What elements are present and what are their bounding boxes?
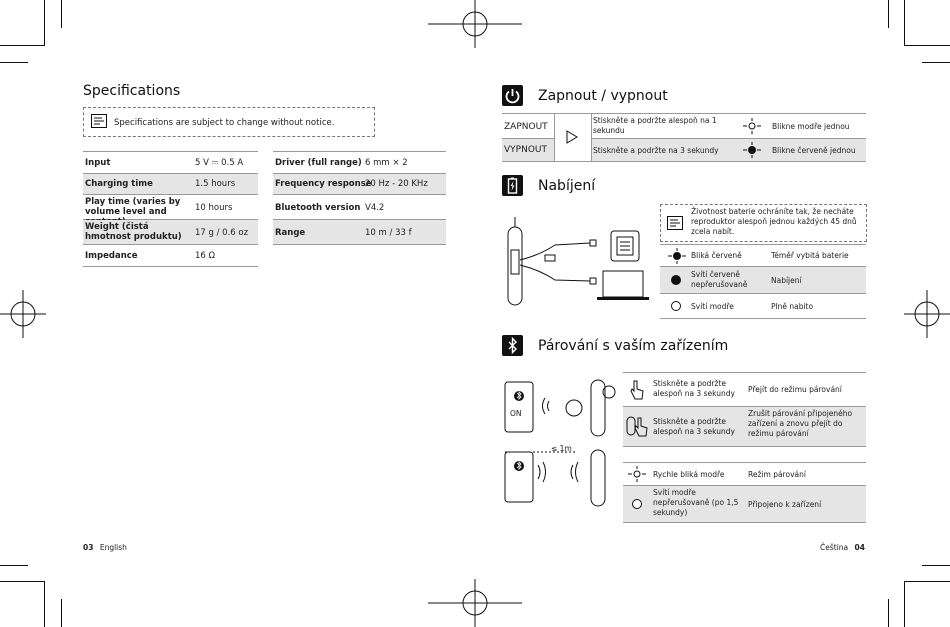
page-number: 03 [83,543,94,552]
charging-row: Svítí červeně nepřerušovaně Nabíjení [660,267,866,294]
pairing-row: Stiskněte a podržte alespoň na 3 sekundy… [623,373,866,407]
footer-lang: Čeština [820,543,849,552]
charging-title: Nabíjení [538,178,596,194]
led-off-icon [632,499,642,509]
phone-on-label: ON [510,409,522,418]
pairing-row: Svítí modře nepřerušovaně (po 1,5 sekund… [623,486,866,523]
distance-label: ≤ 1m [551,444,572,453]
led-solid-icon [671,275,681,285]
footer-left: 03 English [83,543,127,552]
spec-row: Frequency response 20 Hz - 20 KHz [273,174,446,195]
spec-notice-text: Specifications are subject to change wit… [114,118,335,128]
specifications-title: Specifications [83,83,181,99]
sun-led-filled-icon [743,142,761,158]
bluetooth-icon [508,336,517,355]
spec-notice-box: Specifications are subject to change wit… [83,107,375,137]
charging-illustration [507,217,649,306]
spec-row: Range 10 m / 33 f [273,220,446,245]
charging-section-icon [502,175,523,196]
sun-led-filled-icon [668,248,686,264]
footer-right: Čeština 04 [820,543,865,552]
spec-row: Input 5 V ⎓ 0.5 A [83,152,258,174]
pairing-section-icon [502,335,523,356]
power-section-icon [502,85,523,106]
registration-mark-left [0,290,46,338]
spec-row: Play time (varies by volume level and co… [83,195,258,227]
pairing-row: Stiskněte a podržte alespoň na 3 sekundy… [623,407,866,447]
power-row-off: VYPNOUT Stiskněte a podržte na 3 sekundy… [502,139,866,162]
press-hand-icon [630,380,644,400]
pairing-row: Rychle bliká modře Režim párování [623,463,866,486]
spec-row: Weight (čistá hmotnost produktu) 17 g / … [83,220,258,245]
power-title: Zapnout / vypnout [538,88,668,104]
registration-mark-bottom [428,579,522,627]
press-hand-icon [626,416,648,437]
note-icon [667,216,683,230]
charging-note-box: Životnost baterie ochráníte tak, že nech… [660,204,867,242]
play-arrow-icon [566,130,578,144]
spec-row: Driver (full range) 6 mm × 2 [273,152,446,174]
footer-lang: English [99,543,127,552]
power-table: ZAPNOUT Stiskněte a podržte alespoň na 1… [502,113,866,162]
registration-mark-right [904,290,950,338]
page-number: 04 [854,543,865,552]
spec-row: Impedance 16 Ω [83,245,258,267]
registration-mark-top [428,0,522,48]
spec-row: Charging time 1.5 hours [83,174,258,195]
pairing-illustration [504,379,616,507]
power-icon [505,89,520,104]
sun-led-icon [743,118,761,134]
pairing-title: Párování s vaším zařízením [538,338,729,354]
led-off-icon [671,301,681,311]
battery-icon [507,177,518,194]
spec-row: Bluetooth version V4.2 [273,195,446,220]
charging-row: Svítí modře Plně nabito [660,294,866,319]
charging-note-text: Životnost baterie ochráníte tak, že nech… [691,207,857,236]
power-row-on: ZAPNOUT Stiskněte a podržte alespoň na 1… [502,114,866,139]
note-icon [91,114,107,128]
charging-row: Bliká červeně Téměř vybitá baterie [660,245,866,267]
sun-led-icon [628,466,646,482]
